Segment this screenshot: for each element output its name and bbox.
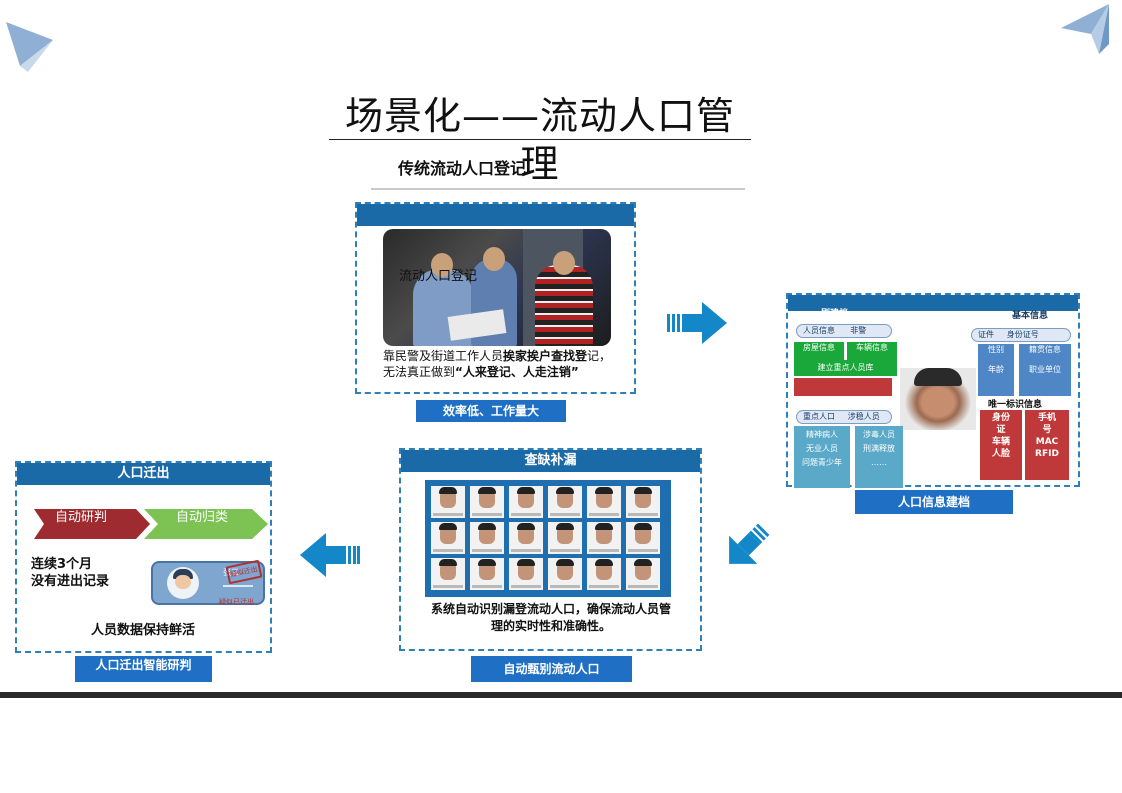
mugshot-tile — [587, 522, 621, 554]
box-risk-right: 涉毒人员刑满释放…… — [855, 426, 903, 488]
red-bar — [794, 378, 892, 396]
pill-key-person: 重点人口 涉稳人员 — [796, 410, 892, 424]
page-title: 场景化——流动人口管理 — [344, 94, 735, 186]
mugshot-tile — [509, 486, 543, 518]
tag-population-archive: 人口信息建档 — [855, 490, 1013, 514]
box-id-card: 身份证车辆人脸 — [980, 410, 1022, 480]
check-header: 查缺补漏 — [401, 450, 700, 472]
mugshot-tile — [431, 522, 465, 554]
archive-header — [788, 295, 1078, 311]
subtitle-divider — [371, 188, 745, 190]
mugshot-tile — [509, 522, 543, 554]
card-register-header — [357, 204, 634, 226]
mugshot-tile — [509, 558, 543, 590]
box-house-info: 房屋信息 — [794, 342, 844, 360]
box-household: 籍贯信息 — [1019, 344, 1071, 364]
archive-head-right: 基本信息 — [1012, 311, 1049, 321]
box-age: 年龄 — [978, 364, 1014, 396]
chevron-step-auto-classify — [144, 509, 268, 539]
mugshot-tile — [470, 486, 504, 518]
mugshot-tile — [587, 486, 621, 518]
tag-low-efficiency: 效率低、工作量大 — [416, 400, 566, 422]
check-caption: 系统自动识别漏登流动人口，确保流动人员管 理的实时性和准确性。 — [430, 602, 671, 633]
box-employer: 职业单位 — [1019, 364, 1071, 396]
tag-auto-identify: 自动甄别流动人口 — [471, 656, 632, 682]
photo-label: 流动人口登记 — [399, 269, 478, 284]
title-underline — [329, 139, 751, 140]
moveout-footer: 人员数据保持鲜活 — [91, 623, 196, 638]
mugshot-tile — [626, 558, 660, 590]
arrow-down-left-icon — [729, 523, 770, 564]
box-key-population: 建立重点人员库 — [794, 360, 897, 376]
moveout-header: 人口迁出 — [17, 463, 270, 485]
paper-plane-right-icon — [1061, 4, 1109, 54]
moveout-note: 连续3个月 没有进出记录 — [31, 557, 110, 589]
footer-bar — [0, 692, 1122, 698]
step-auto-classify-label: 自动归类 — [176, 510, 229, 525]
resident-id-card: 张三 疑似已迁出 — [151, 561, 265, 606]
register-caption: 靠民警及街道工作人员挨家挨户查找登记，无法真正做到“人来登记、人走注销” — [383, 349, 612, 379]
mugshot-tile — [548, 486, 582, 518]
page-subtitle: 传统流动人口登记 — [398, 159, 527, 178]
police-registration-photo — [383, 229, 611, 346]
mugshot-tile — [626, 522, 660, 554]
unique-id-title: 唯一标识信息 — [988, 400, 1043, 410]
tag-moveout-analysis: 人口迁出智能研判 — [75, 656, 212, 682]
mugshot-tile — [470, 558, 504, 590]
mugshot-tile — [587, 558, 621, 590]
arrow-left-icon — [300, 533, 360, 577]
chevron-step-auto-judge — [34, 509, 150, 539]
box-risk-left: 精神病人无业人员问题青少年 — [794, 426, 850, 488]
step-auto-judge-label: 自动研判 — [55, 510, 108, 525]
mugshot-tile — [548, 558, 582, 590]
mugshot-tile — [548, 522, 582, 554]
mugshot-tile — [431, 486, 465, 518]
box-gender: 性别 — [978, 344, 1014, 364]
pill-person-info: 人员信息 非警 — [796, 324, 892, 338]
mugshot-tile — [626, 486, 660, 518]
mugshot-tile — [470, 522, 504, 554]
resident-status: 疑似已迁出 — [219, 598, 254, 606]
pill-id-number: 证件 身份证号 — [971, 328, 1071, 342]
card-move-out: 人口迁出 — [15, 461, 272, 653]
archive-head-left: 一刷建档 — [812, 309, 849, 319]
arrow-right-icon — [667, 302, 727, 344]
mugshot-tile — [431, 558, 465, 590]
mugshot-grid — [425, 480, 671, 597]
paper-plane-left-icon — [6, 22, 53, 72]
resident-name: 张三 — [223, 568, 239, 577]
box-vehicle-info: 车辆信息 — [847, 342, 897, 360]
face-photo — [900, 368, 976, 430]
